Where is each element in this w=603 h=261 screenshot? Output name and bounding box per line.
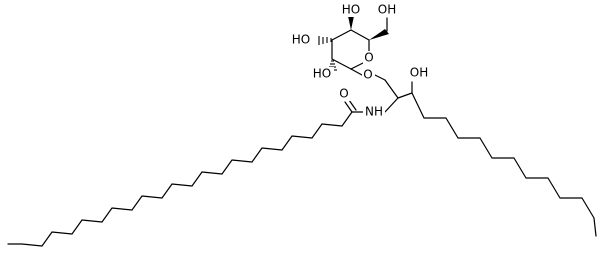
sugar-substituents — [318, 16, 389, 76]
atom-labels: HO OH HO O HO O OH O — [289, 3, 430, 119]
ho-c3-text: HO — [292, 33, 310, 47]
amide-nh-text: NH — [365, 105, 383, 119]
oh-sphingoid-text: OH — [410, 66, 428, 80]
bond-c1-o — [350, 68, 363, 76]
label-oh-sphingoid: OH — [408, 66, 430, 80]
ring-o-text: O — [364, 51, 373, 65]
amide-group — [344, 99, 366, 113]
label-ho-c4: HO — [340, 3, 362, 17]
sugar-ring — [331, 29, 370, 70]
amide-o-text: O — [339, 87, 348, 101]
bond-c2-c3 — [397, 92, 413, 99]
oh-c6-text: OH — [378, 3, 396, 17]
wedge-c4-oh — [348, 16, 354, 30]
bond-c3-c4 — [331, 29, 352, 41]
bond-c1-c2 — [331, 58, 352, 70]
label-oh-c6: OH — [376, 3, 398, 17]
bond-carbonyl-o-1 — [344, 101, 353, 113]
sphingoid-head — [374, 74, 413, 113]
bond-c4-c5 — [350, 29, 370, 41]
bond-carbonyl-o-2 — [348, 99, 357, 111]
bond-ring-o-c1 — [350, 62, 364, 70]
wedge-c5-ch2 — [369, 29, 389, 40]
sphingoid-chain — [411, 92, 597, 237]
label-amide-o: O — [338, 87, 351, 101]
ho-c4-text: HO — [342, 3, 360, 17]
label-ho-c3: HO — [289, 33, 313, 47]
label-glycosidic-o: O — [362, 68, 375, 82]
ho-c2-text: HO — [313, 67, 331, 81]
hash-c3-oh — [318, 36, 332, 45]
label-ho-c2: HO — [310, 67, 334, 81]
acyl-chain — [7, 111, 353, 247]
bond-ch2-c2 — [384, 79, 399, 99]
bond-o-ch2 — [374, 74, 386, 81]
glycosidic-o-text: O — [363, 68, 372, 82]
label-ring-o: O — [363, 51, 375, 65]
label-amide-nh: NH — [363, 105, 385, 119]
bond-c2-nh — [384, 97, 399, 113]
